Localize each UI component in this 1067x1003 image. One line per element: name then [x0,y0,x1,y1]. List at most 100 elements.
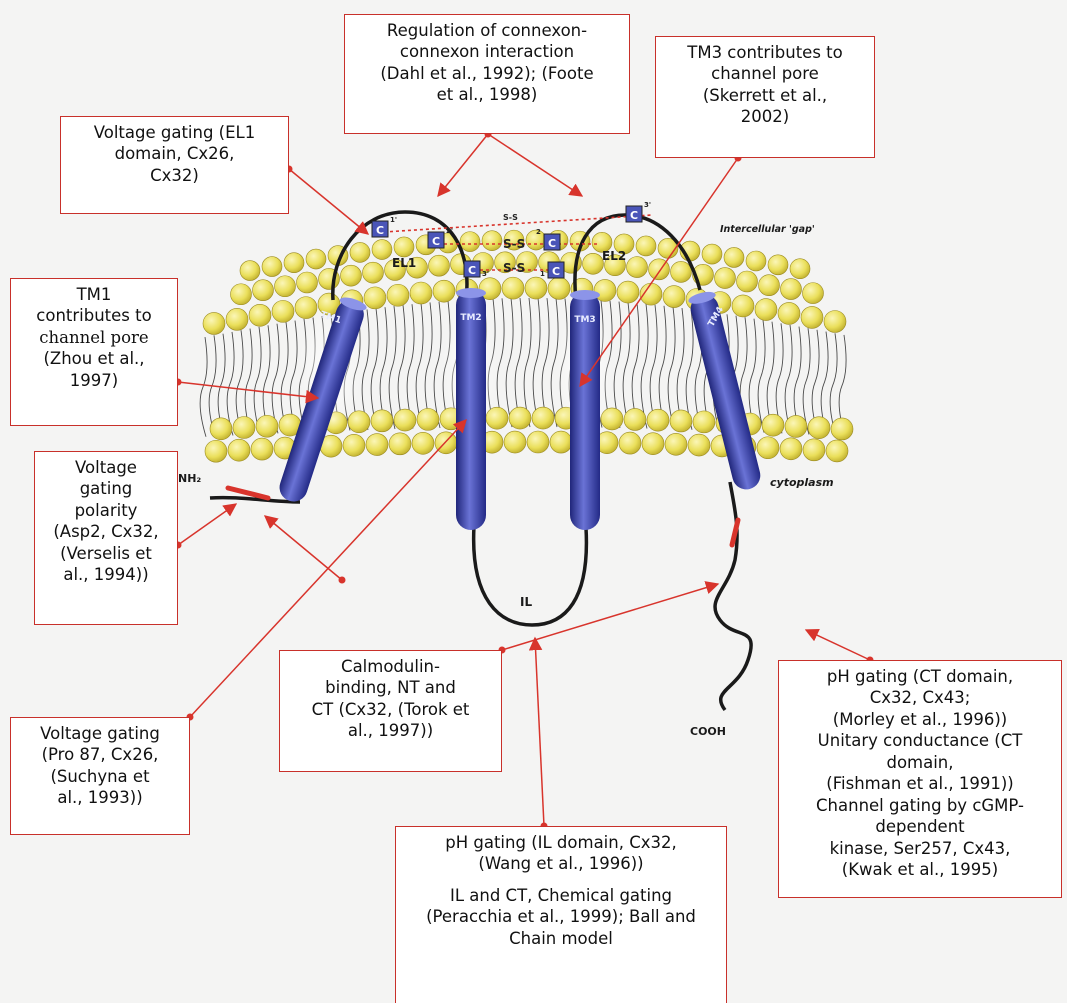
lipid-head [228,439,250,461]
il-label: IL [520,595,532,609]
lipid-tail [434,302,441,428]
lipid-head [262,257,282,277]
lipid-head [826,440,848,462]
lipid-head [256,415,278,437]
lipid-head [364,287,386,309]
nh2-label: NH₂ [178,472,201,485]
lipid-head [203,312,225,334]
lipid-head [363,262,384,283]
lipid-head [693,411,715,433]
lipid-head [671,261,692,282]
lipid-head [755,299,777,321]
lipid-bilayer [200,230,853,462]
lipid-head [306,249,326,269]
el2-label: EL2 [602,249,626,263]
svg-text:2': 2' [446,227,453,235]
tm3-helix [570,290,600,530]
lipid-head [231,284,252,305]
lipid-head [737,271,758,292]
svg-text:1': 1' [390,216,397,224]
lipid-head [343,434,365,456]
lipid-head [688,434,710,456]
lipid-head [757,437,779,459]
annotation-el1-gating: Voltage gating (EL1 domain, Cx26, Cx32) [60,116,289,214]
tm4-helix [687,290,763,493]
lipid-head [665,433,687,455]
lipid-head [205,440,227,462]
annotation-ct-domain: pH gating (CT domain, Cx32, Cx43; (Morle… [778,660,1062,898]
lipid-head [433,280,455,302]
lipid-head [410,282,432,304]
lipid-head [548,277,570,299]
lipid-tail [641,304,648,429]
lipid-head [627,257,648,278]
disulfide-labels: S-S S-S S-S [503,213,525,275]
lipid-tail [551,298,558,427]
lipid-tail [227,332,234,436]
lipid-head [210,418,232,440]
lipid-head [532,407,554,429]
lipid-head [583,253,604,274]
lipid-head [460,232,480,252]
lipid-head [387,284,409,306]
lipid-head [831,418,853,440]
lipid-head [715,268,736,289]
lipid-head [702,244,722,264]
lipid-head [790,259,810,279]
lipid-head [746,251,766,271]
lipid-tail [506,298,513,427]
cooh-label: COOH [690,725,726,738]
annotation-pro87-gating: Voltage gating (Pro 87, Cx26, (Suchyna e… [10,717,190,835]
svg-text:C: C [432,235,440,248]
lipid-head [429,255,450,276]
svg-text:3': 3' [482,270,489,278]
lipid-head [781,279,802,300]
lipid-head [617,281,639,303]
lipid-head [527,431,549,453]
lipid-head [417,408,439,430]
lipid-head [341,265,362,286]
lipid-head [759,275,780,296]
lipid-head [509,407,531,429]
annotation-calmodulin: Calmodulin- binding, NT and CT (Cx32, (T… [279,650,502,772]
svg-text:C: C [630,209,638,222]
intercellular-gap-label: Intercellular 'gap' [720,224,815,235]
lipid-head [670,410,692,432]
el1-label: EL1 [392,256,416,270]
lipid-head [482,231,502,251]
lipid-head [762,414,784,436]
lipid-head [275,276,296,297]
lipid-head [732,295,754,317]
annotation-il-domain: pH gating (IL domain, Cx32, (Wang et al.… [395,826,727,1003]
tm3-label: TM3 [574,315,595,325]
lipid-head [226,308,248,330]
lipid-head [594,279,616,301]
lipid-head [824,310,846,332]
lipid-tail [524,298,531,427]
lipid-head [272,300,294,322]
ss-mid-label: S-S [503,237,525,251]
lipid-head [525,277,547,299]
lipid-head [808,417,830,439]
lipid-head [550,431,572,453]
lipid-head [663,286,685,308]
lipid-head [366,434,388,456]
lipid-head [389,433,411,455]
lipid-head [780,438,802,460]
svg-text:2: 2 [536,228,541,236]
annotation-voltage-polarity: Voltage gating polarity (Asp2, Cx32, (Ve… [34,451,178,625]
lipid-tail [668,307,675,429]
svg-text:3': 3' [644,201,651,209]
lipid-head [803,439,825,461]
svg-text:1: 1 [540,270,545,278]
lipid-head [785,415,807,437]
lipid-tail [758,320,765,432]
cytoplasm-label: cytoplasm [770,476,834,489]
lipid-head [253,280,274,301]
lipid-head [394,237,414,257]
lipid-head [636,236,656,256]
ct-tail [715,482,751,710]
lipid-head [619,432,641,454]
lipid-head [412,432,434,454]
lipid-head [504,431,526,453]
